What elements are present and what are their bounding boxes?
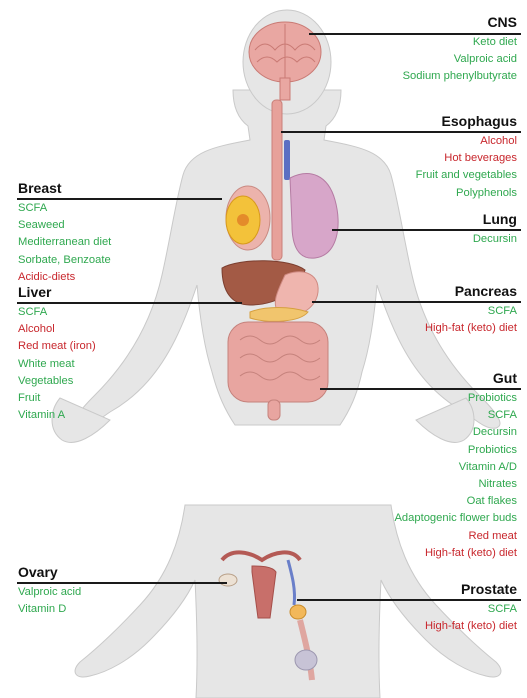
breast-item: SCFA — [18, 200, 111, 217]
ovary-item: Vitamin D — [18, 601, 81, 618]
lung-group: Lung Decursin — [473, 211, 517, 248]
liver-item: Vitamin A — [18, 407, 96, 424]
cns-group: CNS Keto diet Valproic acid Sodium pheny… — [403, 14, 517, 86]
esophagus-item: Alcohol — [416, 133, 517, 150]
liver-title: Liver — [18, 284, 96, 301]
cns-item: Sodium phenylbutyrate — [403, 68, 517, 85]
gut-item: Red meat — [394, 528, 517, 545]
breast-item: Seaweed — [18, 217, 111, 234]
esophagus-item: Fruit and vegetables — [416, 167, 517, 184]
breast-group: Breast SCFA Seaweed Mediterranean diet S… — [18, 180, 111, 286]
breast-illustration — [226, 186, 270, 250]
pancreas-group: Pancreas SCFA High-fat (keto) diet — [425, 283, 517, 337]
lung-title: Lung — [473, 211, 517, 228]
gut-item: Oat flakes — [394, 493, 517, 510]
ovary-title: Ovary — [18, 564, 81, 581]
gut-item: Nitrates — [394, 476, 517, 493]
prostate-item: High-fat (keto) diet — [425, 618, 517, 635]
pancreas-item: High-fat (keto) diet — [425, 320, 517, 337]
gut-title: Gut — [394, 370, 517, 387]
liver-item: Red meat (iron) — [18, 338, 96, 355]
pancreas-item: SCFA — [425, 303, 517, 320]
liver-item: Vegetables — [18, 373, 96, 390]
cns-item: Keto diet — [403, 34, 517, 51]
gut-group: Gut Probiotics SCFA Decursin Probiotics … — [394, 370, 517, 562]
liver-item: Fruit — [18, 390, 96, 407]
breast-title: Breast — [18, 180, 111, 197]
prostate-title: Prostate — [425, 581, 517, 598]
gut-item: SCFA — [394, 407, 517, 424]
liver-item: SCFA — [18, 304, 96, 321]
trachea-illustration — [284, 140, 290, 180]
prostate-item: SCFA — [425, 601, 517, 618]
lung-item: Decursin — [473, 231, 517, 248]
esophagus-title: Esophagus — [416, 113, 517, 130]
esophagus-item: Hot beverages — [416, 150, 517, 167]
cns-title: CNS — [403, 14, 517, 31]
cns-item: Valproic acid — [403, 51, 517, 68]
esophagus-group: Esophagus Alcohol Hot beverages Fruit an… — [416, 113, 517, 202]
ovary-group: Ovary Valproic acid Vitamin D — [18, 564, 81, 618]
gut-item: Decursin — [394, 424, 517, 441]
esophagus-illustration — [272, 100, 282, 260]
esophagus-item: Polyphenols — [416, 185, 517, 202]
gut-item: High-fat (keto) diet — [394, 545, 517, 562]
gut-item: Probiotics — [394, 442, 517, 459]
breast-item: Sorbate, Benzoate — [18, 252, 111, 269]
liver-item: White meat — [18, 356, 96, 373]
pancreas-title: Pancreas — [425, 283, 517, 300]
gut-item: Vitamin A/D — [394, 459, 517, 476]
gut-item: Probiotics — [394, 390, 517, 407]
ovary-item: Valproic acid — [18, 584, 81, 601]
prostate-group: Prostate SCFA High-fat (keto) diet — [425, 581, 517, 635]
liver-group: Liver SCFA Alcohol Red meat (iron) White… — [18, 284, 96, 424]
liver-item: Alcohol — [18, 321, 96, 338]
gut-item: Adaptogenic flower buds — [394, 510, 517, 527]
breast-item: Mediterranean diet — [18, 234, 111, 251]
